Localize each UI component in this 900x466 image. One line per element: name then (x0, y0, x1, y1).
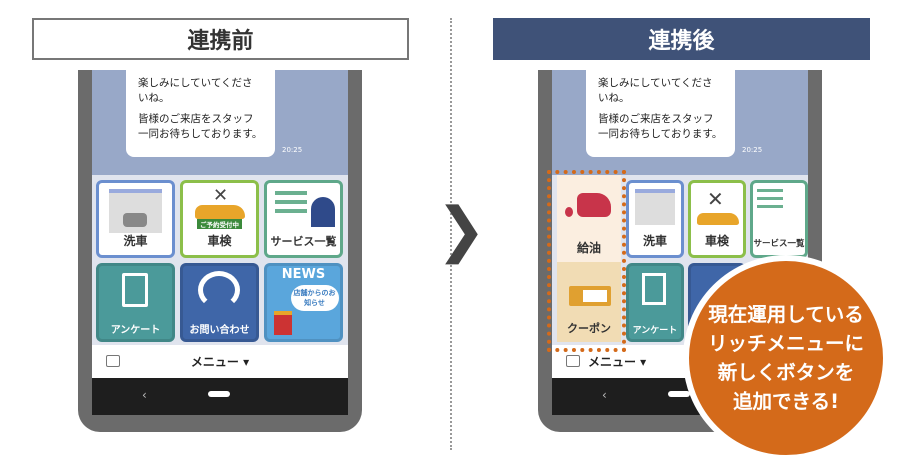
chat-time: 20:25 (282, 146, 303, 154)
home-button[interactable] (668, 391, 690, 397)
nav-bar: ‹ (92, 378, 348, 415)
chevron-right-icon: ❯ (436, 195, 487, 265)
chat-line: 楽しみにしていてくださいね。 (598, 77, 713, 104)
tile-survey[interactable]: アンケート (96, 263, 175, 342)
keyboard-icon[interactable] (106, 355, 120, 367)
staff-icon (311, 197, 335, 227)
keyboard-icon[interactable] (566, 355, 580, 367)
tile-label: 車検 (704, 234, 729, 248)
before-title: 連携前 (187, 29, 254, 54)
after-header: 連携後 (493, 18, 870, 60)
tile-services[interactable]: サービス一覧 (264, 180, 343, 258)
tile-inspection[interactable]: ✕ ご予約受付中 車検 (180, 180, 259, 258)
car-icon (195, 205, 245, 219)
tile-news[interactable]: NEWS 店舗からのお知らせ (264, 263, 343, 342)
callout-line: 新しくボタンを (717, 361, 855, 384)
tile-coupon[interactable]: クーポン (557, 262, 621, 342)
list-icon (757, 189, 783, 209)
tile-label: 給油 (576, 241, 601, 255)
chat-line: 楽しみにしていてくださいね。 (138, 77, 253, 104)
tile-label: 洗車 (642, 234, 667, 248)
tile-car-wash[interactable]: 洗車 (626, 180, 684, 258)
chat-area: 楽しみにしていてくださいね。 皆様のご来店をスタッフ一同お待ちしております。 2… (552, 70, 808, 175)
tile-label: サービス一覧 (753, 239, 805, 249)
tile-label: アンケート (110, 325, 161, 336)
callout-circle: 現在運用している リッチメニューに 新しくボタンを 追加できる! (683, 255, 889, 461)
clipboard-icon (122, 273, 148, 307)
menu-toggle[interactable]: メニュー ▾ (588, 355, 647, 369)
car-wash-icon (635, 189, 675, 225)
headset-icon (198, 271, 240, 309)
tile-label: 車検 (207, 234, 232, 248)
tile-survey[interactable]: アンケート (626, 263, 684, 342)
fuel-nozzle-icon (577, 193, 611, 217)
tile-car-wash[interactable]: 洗車 (96, 180, 175, 258)
tools-icon: ✕ (707, 187, 724, 211)
back-button[interactable]: ‹ (142, 388, 147, 402)
new-buttons-highlight (547, 170, 626, 352)
tile-label: お問い合わせ (189, 325, 250, 336)
callout-line: リッチメニューに (707, 332, 864, 355)
chat-line: 皆様のご来店をスタッフ一同お待ちしております。 (138, 113, 263, 140)
chat-area: 楽しみにしていてくださいね。 皆様のご来店をスタッフ一同お待ちしております。 2… (92, 70, 348, 175)
chat-bubble: 楽しみにしていてくださいね。 皆様のご来店をスタッフ一同お待ちしております。 (586, 70, 735, 157)
tile-label: 洗車 (123, 234, 148, 248)
tile-label: サービス一覧 (270, 235, 337, 248)
after-title: 連携後 (648, 29, 715, 54)
tile-services[interactable]: サービス一覧 (750, 180, 808, 258)
list-icon (275, 191, 307, 213)
news-label: NEWS (281, 267, 326, 282)
chat-bubble: 楽しみにしていてくださいね。 皆様のご来店をスタッフ一同お待ちしております。 (126, 70, 275, 157)
car-icon (697, 213, 739, 225)
callout-line: 追加できる! (732, 390, 839, 413)
tile-label: アンケート (632, 326, 678, 336)
chat-time: 20:25 (742, 146, 763, 154)
menu-bar[interactable]: メニュー ▾ (92, 345, 348, 378)
car-wash-icon (109, 189, 162, 233)
home-button[interactable] (208, 391, 230, 397)
news-bubble: 店舗からのお知らせ (290, 285, 339, 311)
tile-label: クーポン (567, 322, 611, 335)
clipboard-icon (642, 273, 666, 305)
divider (450, 18, 452, 450)
tile-inspection[interactable]: ✕ 車検 (688, 180, 746, 258)
coupon-icon (569, 286, 611, 306)
chat-line: 皆様のご来店をスタッフ一同お待ちしております。 (598, 113, 723, 140)
tile-fuel[interactable]: 給油 (557, 175, 621, 262)
tile-contact[interactable]: お問い合わせ (180, 263, 259, 342)
phone-before: 楽しみにしていてくださいね。 皆様のご来店をスタッフ一同お待ちしております。 2… (78, 70, 362, 432)
menu-toggle[interactable]: メニュー ▾ (190, 355, 250, 369)
drop-icon (565, 207, 573, 217)
callout-line: 現在運用している (708, 303, 864, 326)
before-header: 連携前 (32, 18, 409, 60)
reservation-badge: ご予約受付中 (197, 219, 242, 229)
back-button[interactable]: ‹ (602, 388, 607, 402)
gas-station-icon (274, 311, 292, 335)
tools-icon: ✕ (213, 185, 229, 206)
